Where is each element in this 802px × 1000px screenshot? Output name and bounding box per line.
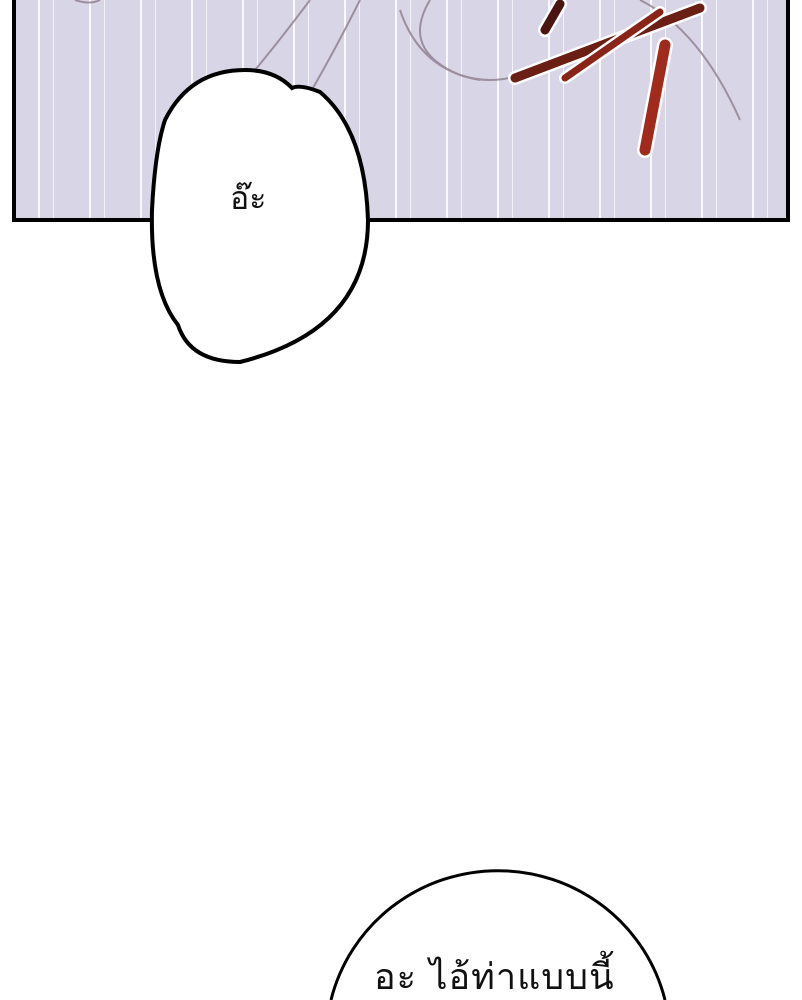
speech-bubble <box>149 67 371 365</box>
speech-bubble-text: อะ ไอ้ท่าแบบนี้ <box>374 957 615 998</box>
speech-bubble-text: อ๊ะ <box>230 179 267 217</box>
speech-bubble <box>331 870 665 1000</box>
speech-bubble-outline <box>329 869 667 1000</box>
sound-effect-strokes <box>508 0 707 158</box>
